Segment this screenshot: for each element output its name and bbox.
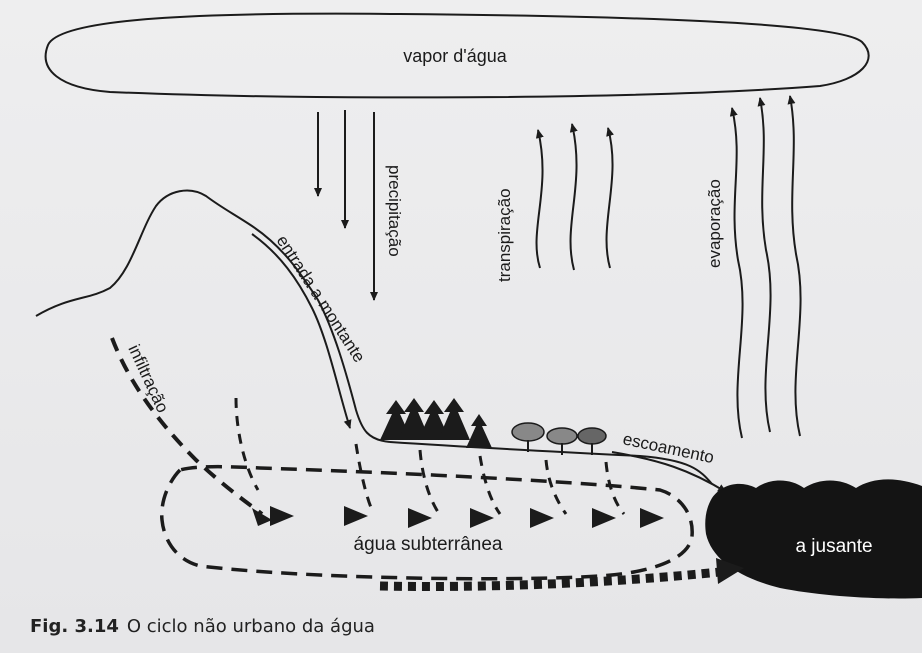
- groundwater-outflow: [379, 567, 721, 591]
- cloud-label: vapor d'água: [403, 46, 508, 66]
- transpiration-arrow: [535, 129, 544, 269]
- tree: [511, 422, 545, 452]
- precipitation-arrows: [314, 110, 378, 301]
- tree: [398, 398, 430, 440]
- runoff-arrow: [611, 451, 727, 493]
- tree: [438, 398, 470, 440]
- tree: [577, 427, 607, 455]
- groundwater-outflow-head: [716, 558, 744, 584]
- tree: [546, 427, 578, 455]
- tree: [418, 400, 450, 440]
- evaporation-label: evaporação: [705, 179, 724, 268]
- evaporation-arrow: [757, 97, 772, 433]
- recharge-line: [604, 461, 626, 515]
- figure-caption: Fig. 3.14 O ciclo não urbano da água: [30, 616, 375, 637]
- groundwater-label: água subterrânea: [354, 534, 503, 555]
- transpiration-arrow: [605, 127, 614, 269]
- arrowhead: [408, 508, 432, 528]
- mountain-outline: [35, 189, 391, 443]
- infiltration-arrow-head: [252, 508, 272, 526]
- recharge-line: [418, 449, 440, 513]
- evaporation-arrows: [729, 95, 802, 439]
- downstream-water: [705, 479, 922, 599]
- arrowhead: [530, 508, 554, 528]
- transpiration-label: transpiração: [495, 188, 514, 282]
- recharge-line: [478, 455, 502, 515]
- recharge-lines: [234, 397, 626, 515]
- upstream-label: entrada a montante: [273, 232, 369, 366]
- groundwater-loop: [160, 464, 694, 581]
- cloud-shape: [44, 12, 870, 99]
- recharge-line: [234, 397, 260, 491]
- transpiration-arrow: [569, 123, 578, 271]
- arrowhead: [344, 506, 368, 526]
- arrowhead: [270, 506, 294, 526]
- runoff-label: escoamento: [621, 429, 716, 467]
- tree: [466, 414, 492, 448]
- figure-number: Fig. 3.14: [30, 616, 119, 637]
- figure-caption-text: O ciclo não urbano da água: [126, 616, 375, 637]
- recharge-line: [354, 443, 374, 511]
- broadleaf-trees: [511, 422, 607, 455]
- recharge-line: [544, 459, 568, 515]
- ground-line: [389, 441, 713, 485]
- evaporation-arrow: [787, 95, 802, 437]
- infiltration-arrow: [110, 337, 264, 516]
- upstream-arrow: [251, 233, 352, 429]
- arrowhead: [470, 508, 494, 528]
- arrowhead: [640, 508, 664, 528]
- evaporation-arrow: [729, 107, 744, 439]
- transpiration-arrows: [535, 123, 614, 271]
- forest: [380, 398, 492, 448]
- downstream-label: a jusante: [795, 536, 872, 557]
- groundwater-arrowheads: [270, 506, 664, 528]
- arrowhead: [592, 508, 616, 528]
- precipitation-label: precipitação: [385, 165, 404, 257]
